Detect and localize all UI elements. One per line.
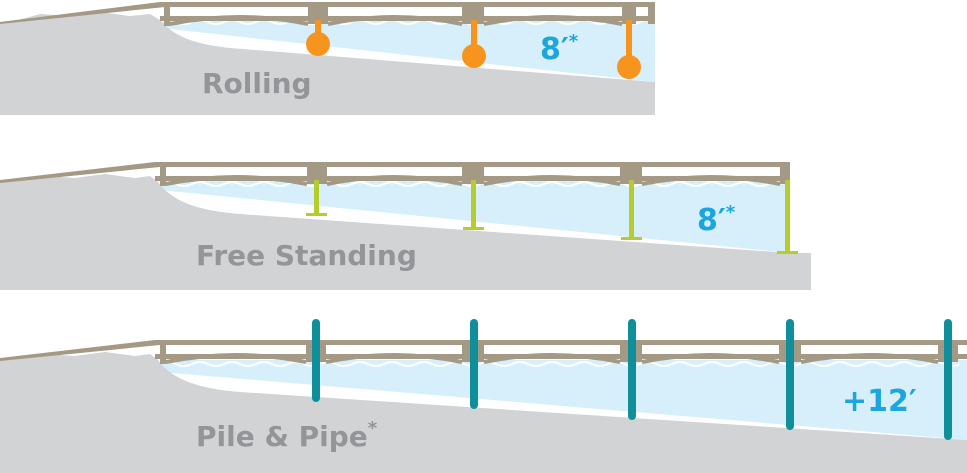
wheel [462,44,486,68]
dock-type-label: Free Standing [196,239,417,272]
leg [629,180,634,238]
depth-value: +12′ [842,384,917,419]
panel-free-standing: Free Standing 8′* [0,162,811,290]
leg [471,180,476,228]
water [160,18,655,82]
panel-rolling: Rolling 8′* [0,2,657,115]
wheel [617,55,641,79]
rail-slats [182,169,753,174]
leg-foot [777,251,798,254]
post [471,20,477,56]
ground-slope [0,352,967,473]
dock-type-label: Pile & Pipe* [196,418,378,453]
water [160,360,967,440]
wave-line [159,361,961,367]
rolling-wheel-posts [306,20,641,79]
dock-frame [0,162,790,186]
leg-foot [621,237,642,240]
rail-slats [185,9,595,14]
wheel [306,32,330,56]
dock-type-label: Rolling [202,67,312,100]
rail-slats [182,347,913,352]
leg-foot [463,227,484,230]
panel-pile-and-pipe: Pile & Pipe* +12′ [0,319,967,473]
pile-posts [312,319,952,440]
truss-arches [165,175,781,186]
leg [785,180,790,252]
wave-line [159,19,657,25]
truss-arches [165,353,939,364]
truss-arches [169,15,623,26]
ground-slope [0,12,655,115]
leg [314,180,319,214]
depth-value: 8′* [697,202,736,238]
post [626,20,632,66]
free-standing-legs [306,180,798,254]
leg-foot [306,213,327,216]
depth-value: 8′* [540,31,579,67]
ground-slope [0,174,811,290]
